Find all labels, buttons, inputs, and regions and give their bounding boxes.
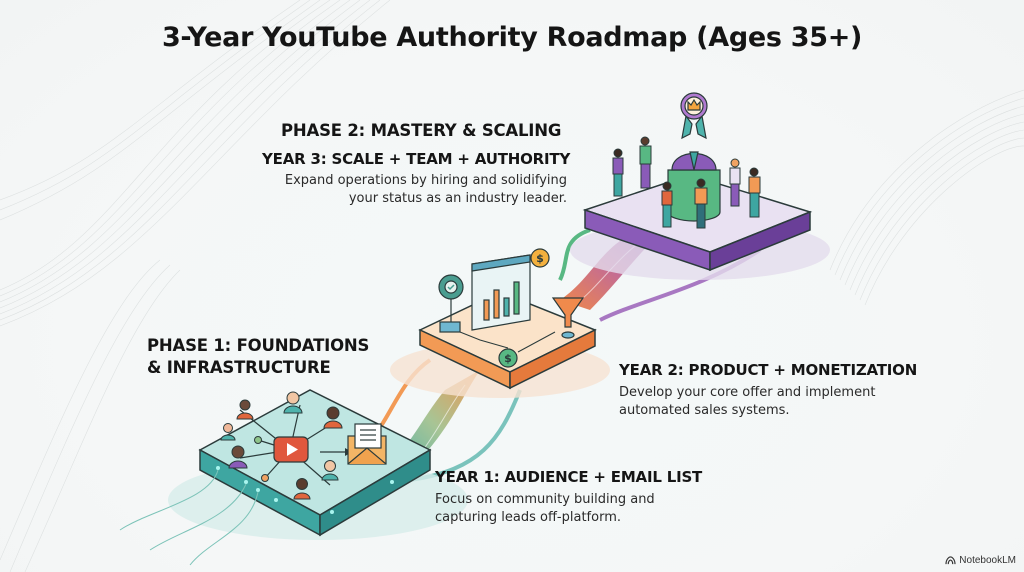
analytics-dashboard-icon (471, 254, 531, 331)
leader-figure (667, 151, 721, 222)
year1-desc-line2: capturing leads off-platform. (435, 510, 621, 525)
notebooklm-watermark: NotebookLM (945, 555, 1016, 566)
year2-description: Develop your core offer and implement au… (619, 384, 875, 420)
year3-desc-line1: Expand operations by hiring and solidify… (284, 173, 567, 188)
gear-check-icon (438, 274, 464, 333)
year3-description: Expand operations by hiring and solidify… (262, 172, 567, 208)
notebooklm-logo-icon (945, 556, 956, 565)
year3-platform (570, 92, 830, 280)
year1-heading: YEAR 1: AUDIENCE + EMAIL LIST (435, 468, 703, 486)
year3-heading: YEAR 3: SCALE + TEAM + AUTHORITY (262, 150, 571, 168)
year3-desc-line2: your status as an industry leader. (348, 191, 567, 206)
year2-desc-line2: automated sales systems. (619, 403, 790, 418)
year2-heading: YEAR 2: PRODUCT + MONETIZATION (619, 361, 918, 379)
year1-desc-line1: Focus on community building and (435, 492, 655, 507)
phase1-heading-line1: PHASE 1: FOUNDATIONS (147, 336, 370, 355)
email-envelope-icon (347, 423, 387, 465)
youtube-play-icon (273, 436, 309, 463)
svg-text:$: $ (504, 352, 512, 365)
svg-text:$: $ (536, 252, 544, 265)
year1-platform (119, 389, 468, 566)
watermark-label: NotebookLM (959, 555, 1016, 566)
year2-desc-line1: Develop your core offer and implement (619, 385, 876, 400)
dollar-coin-icon: $ $ (498, 248, 550, 368)
sales-funnel-icon (551, 297, 585, 339)
year2-platform: $ $ (390, 248, 610, 398)
phase1-heading: PHASE 1: FOUNDATIONS & INFRASTRUCTURE (147, 335, 369, 379)
team-people-figures (612, 136, 761, 229)
page-title: 3-Year YouTube Authority Roadmap (Ages 3… (161, 22, 863, 53)
audience-avatar-icons (220, 391, 343, 500)
phase1-heading-line2: & INFRASTRUCTURE (147, 358, 331, 377)
award-crown-badge-icon (680, 92, 708, 140)
phase2-heading: PHASE 2: MASTERY & SCALING (281, 121, 562, 140)
year1-description: Focus on community building and capturin… (435, 491, 655, 527)
